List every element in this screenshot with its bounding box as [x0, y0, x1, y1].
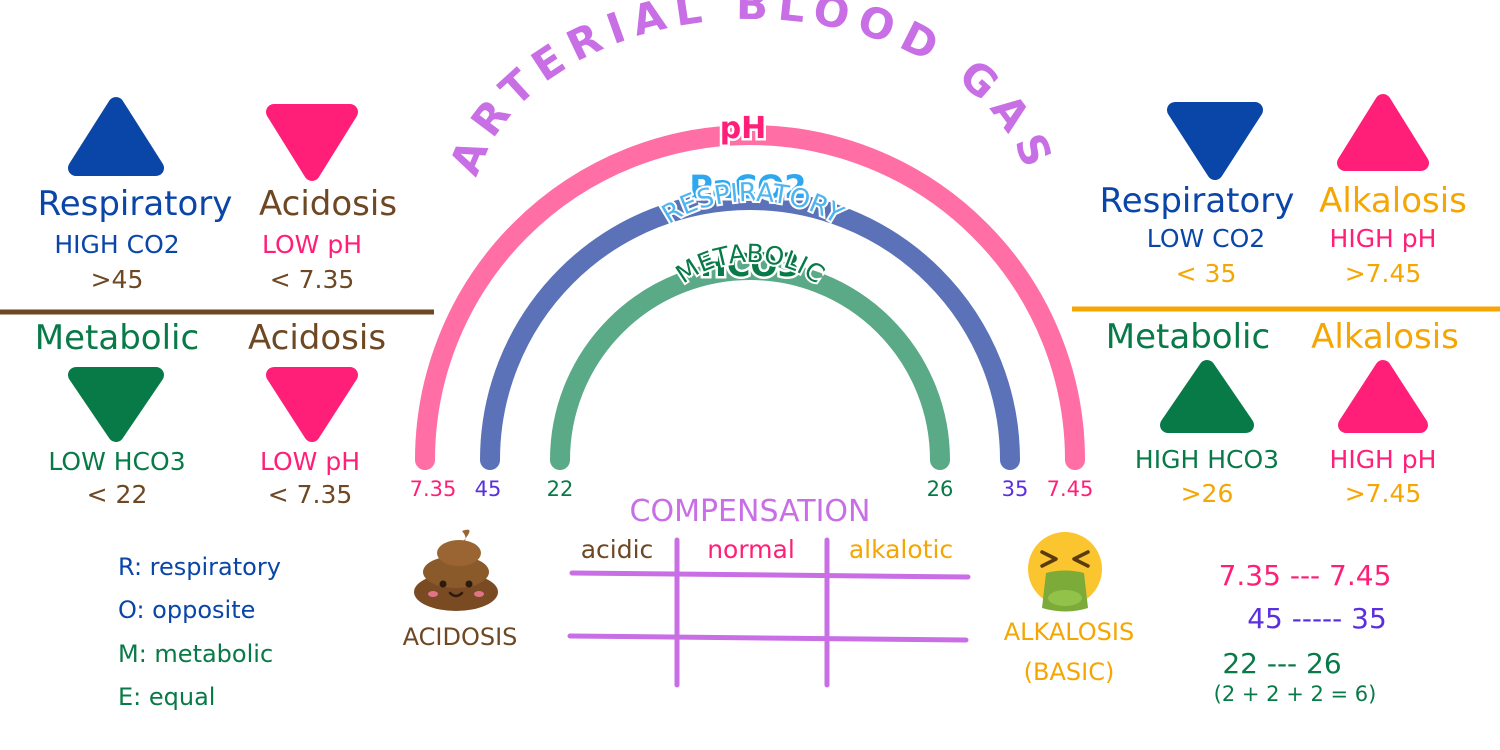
- ph-up-arrow-icon: [1338, 360, 1428, 433]
- ph-arc: [415, 125, 1085, 470]
- respiratory-acidosis-heading-b: Acidosis: [259, 184, 397, 224]
- metabolic-alkalosis-ph: HIGH pH: [1330, 445, 1437, 474]
- respiratory-alkalosis-co2: LOW CO2: [1147, 224, 1265, 253]
- respiratory-arc-label: RESPIRATORY: [657, 178, 848, 230]
- metabolic-alkalosis-heading-b: Alkalosis: [1311, 317, 1459, 357]
- hco3-arc: [550, 260, 950, 470]
- ph-min-value: 7.35: [410, 477, 457, 501]
- ph-range-summary: 7.35 --- 7.45: [1219, 559, 1392, 592]
- respiratory-alkalosis-ph-range: >7.45: [1345, 259, 1422, 288]
- metabolic-acidosis-heading-a: Metabolic: [35, 318, 199, 358]
- paco2-arc: [480, 190, 1020, 470]
- respiratory-acidosis-ph: LOW pH: [262, 230, 362, 259]
- rome-r: R: respiratory: [118, 553, 281, 581]
- co2-up-arrow-icon: [68, 97, 164, 176]
- hco3-range-summary: 22 --- 26: [1222, 647, 1341, 680]
- compensation-col-normal: normal: [707, 535, 795, 564]
- alkalosis-label: ALKALOSIS: [1004, 618, 1134, 646]
- rome-e: E: equal: [118, 683, 215, 711]
- hco3-up-arrow-icon: [1160, 360, 1254, 433]
- paco2-right-value: 35: [1002, 477, 1029, 501]
- nauseated-face-icon: [1028, 532, 1102, 612]
- ph-max-value: 7.45: [1047, 477, 1094, 501]
- respiratory-acidosis-ph-range: < 7.35: [270, 265, 355, 294]
- metabolic-alkalosis-hco3-range: >26: [1181, 479, 1234, 508]
- respiratory-acidosis-heading-a: Respiratory: [38, 184, 233, 224]
- metabolic-acidosis-ph: LOW pH: [260, 447, 360, 476]
- compensation-col-alkalotic: alkalotic: [849, 535, 953, 564]
- hco3-arc-label: HCO3: [700, 246, 800, 284]
- respiratory-alkalosis-co2-range: < 35: [1176, 259, 1237, 288]
- co2-down-arrow-icon: [1167, 102, 1263, 180]
- paco2-arc-label: PaCO2: [689, 168, 806, 206]
- hco3-right-value: 26: [927, 477, 954, 501]
- compensation-table: [567, 537, 971, 688]
- ph-up-arrow-icon: [1337, 94, 1429, 171]
- metabolic-acidosis-heading-b: Acidosis: [248, 318, 386, 358]
- metabolic-acidosis-ph-range: < 7.35: [268, 480, 353, 509]
- metabolic-alkalosis-ph-range: >7.45: [1345, 479, 1422, 508]
- paco2-left-value: 45: [475, 477, 502, 501]
- metabolic-alkalosis-heading-a: Metabolic: [1106, 317, 1270, 357]
- range-sum-note: (2 + 2 + 2 = 6): [1214, 682, 1377, 706]
- metabolic-alkalosis-hco3: HIGH HCO3: [1135, 445, 1279, 474]
- respiratory-acidosis-co2-range: >45: [91, 265, 144, 294]
- alkalosis-basic-label: (BASIC): [1024, 658, 1115, 686]
- co2-range-summary: 45 ----- 35: [1247, 602, 1387, 635]
- compensation-title: COMPENSATION: [630, 494, 871, 529]
- metabolic-acidosis-hco3-range: < 22: [87, 480, 148, 509]
- ph-down-arrow-icon: [266, 104, 358, 181]
- rome-o: O: opposite: [118, 596, 255, 624]
- respiratory-alkalosis-ph: HIGH pH: [1330, 224, 1437, 253]
- title: ARTERIAL BLOOD GAS: [440, 0, 1065, 182]
- acidosis-label: ACIDOSIS: [403, 623, 518, 651]
- hco3-down-arrow-icon: [68, 367, 164, 442]
- table-row-line: [567, 633, 969, 643]
- hco3-left-value: 22: [547, 477, 574, 501]
- table-row-line: [569, 570, 971, 580]
- compensation-col-acidic: acidic: [581, 535, 654, 564]
- rome-m: M: metabolic: [118, 640, 273, 668]
- arc-end-values: 7.35 45 22 26 35 7.45: [410, 477, 1094, 501]
- respiratory-acidosis-co2: HIGH CO2: [54, 230, 179, 259]
- ph-down-arrow-icon: [266, 367, 358, 442]
- respiratory-alkalosis-heading-a: Respiratory: [1100, 181, 1295, 221]
- poop-icon: [414, 529, 498, 611]
- ph-arc-label: pH: [720, 111, 767, 146]
- rome-mnemonic: R: respiratory O: opposite M: metabolic …: [118, 553, 281, 711]
- respiratory-alkalosis-heading-b: Alkalosis: [1319, 181, 1467, 221]
- metabolic-acidosis-hco3: LOW HCO3: [48, 447, 185, 476]
